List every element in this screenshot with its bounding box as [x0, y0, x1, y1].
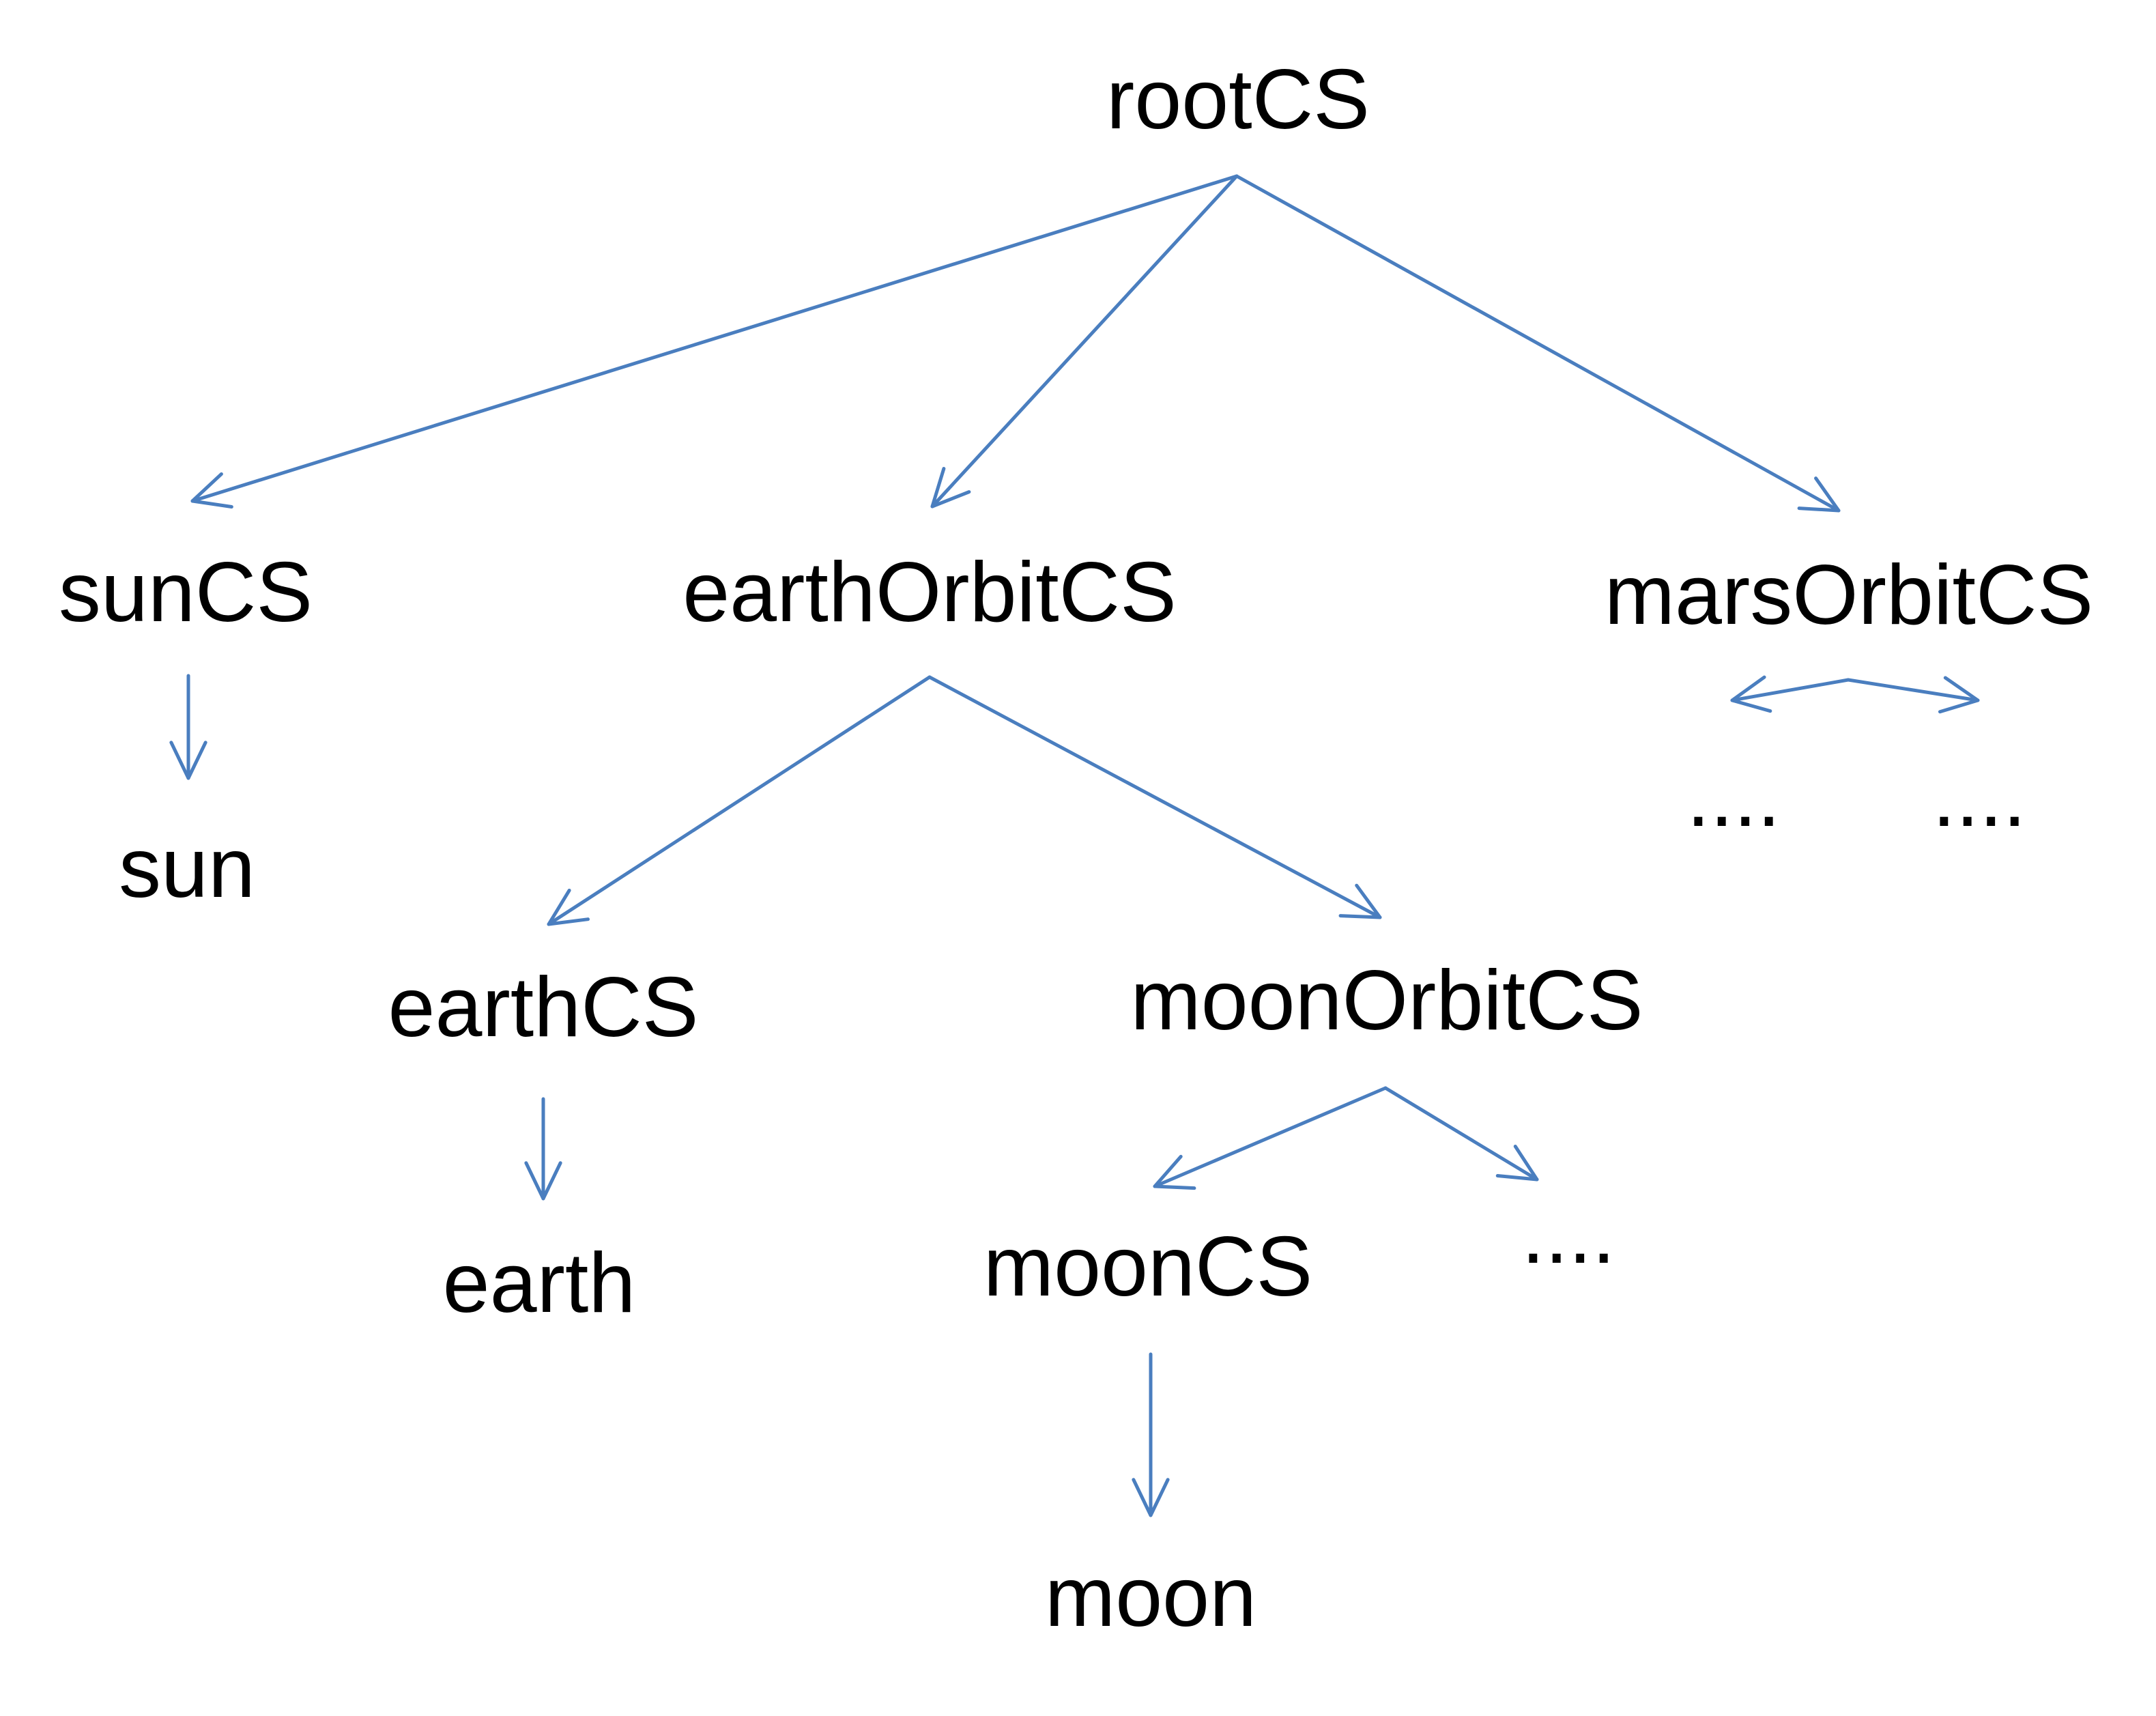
edge-line — [930, 174, 1239, 509]
arrowhead-icon — [524, 1161, 562, 1201]
edge-line — [1730, 678, 1850, 702]
edge-rootCS-to-earthOrbitCS — [930, 174, 1239, 509]
arrowhead-icon — [1132, 1478, 1170, 1517]
node-moon: moon — [1044, 1550, 1257, 1644]
node-sun: sun — [119, 821, 255, 915]
edge-marsOrbitCS-to-mars_child_right — [1846, 676, 1980, 714]
edge-line — [1235, 174, 1841, 513]
edge-line — [547, 675, 932, 926]
arrowhead-icon — [1495, 1144, 1539, 1182]
arrowhead-icon — [1797, 476, 1841, 513]
edge-line — [1383, 1086, 1539, 1182]
edge-line — [190, 174, 1239, 503]
edge-line — [1846, 678, 1980, 702]
node-marsOrbitCS: marsOrbitCS — [1604, 548, 2094, 642]
node-earthOrbitCS: earthOrbitCS — [682, 545, 1177, 640]
node-moonCS: moonCS — [983, 1220, 1313, 1314]
edge-moonOrbitCS-to-moonCS — [1153, 1086, 1388, 1190]
arrowhead-icon — [190, 472, 233, 509]
edge-earthCS-to-earth — [524, 1097, 562, 1201]
edge-sunCS-to-sun — [169, 674, 207, 780]
node-rootCS: rootCS — [1106, 53, 1370, 147]
arrowhead-icon — [1153, 1154, 1196, 1190]
node-earthCS: earthCS — [388, 960, 699, 1055]
arrowhead-icon — [1338, 883, 1382, 919]
edge-rootCS-to-sunCS — [190, 174, 1239, 509]
edge-earthOrbitCS-to-moonOrbitCS — [928, 675, 1382, 919]
node-moon-orbit-child-right: .... — [1521, 1187, 1615, 1281]
edge-line — [928, 675, 1382, 919]
node-earth: earth — [442, 1236, 636, 1330]
edge-line — [1153, 1086, 1388, 1188]
edge-rootCS-to-marsOrbitCS — [1235, 174, 1841, 513]
node-sunCS: sunCS — [58, 545, 313, 640]
arrowhead-icon — [930, 467, 971, 509]
arrowhead-icon — [547, 888, 590, 926]
arrowhead-icon — [1938, 676, 1980, 714]
arrowhead-icon — [169, 741, 207, 780]
node-moonOrbitCS: moonOrbitCS — [1130, 954, 1643, 1048]
node-mars-child-right: .... — [1932, 750, 2026, 844]
edge-marsOrbitCS-to-mars_child_left — [1730, 675, 1850, 713]
edge-moonOrbitCS-to-moon_orbit_child_right — [1383, 1086, 1539, 1182]
arrowhead-icon — [1730, 675, 1772, 713]
edge-earthOrbitCS-to-earthCS — [547, 675, 932, 926]
node-mars-child-left: .... — [1686, 750, 1781, 844]
edge-moonCS-to-moon — [1132, 1352, 1170, 1517]
